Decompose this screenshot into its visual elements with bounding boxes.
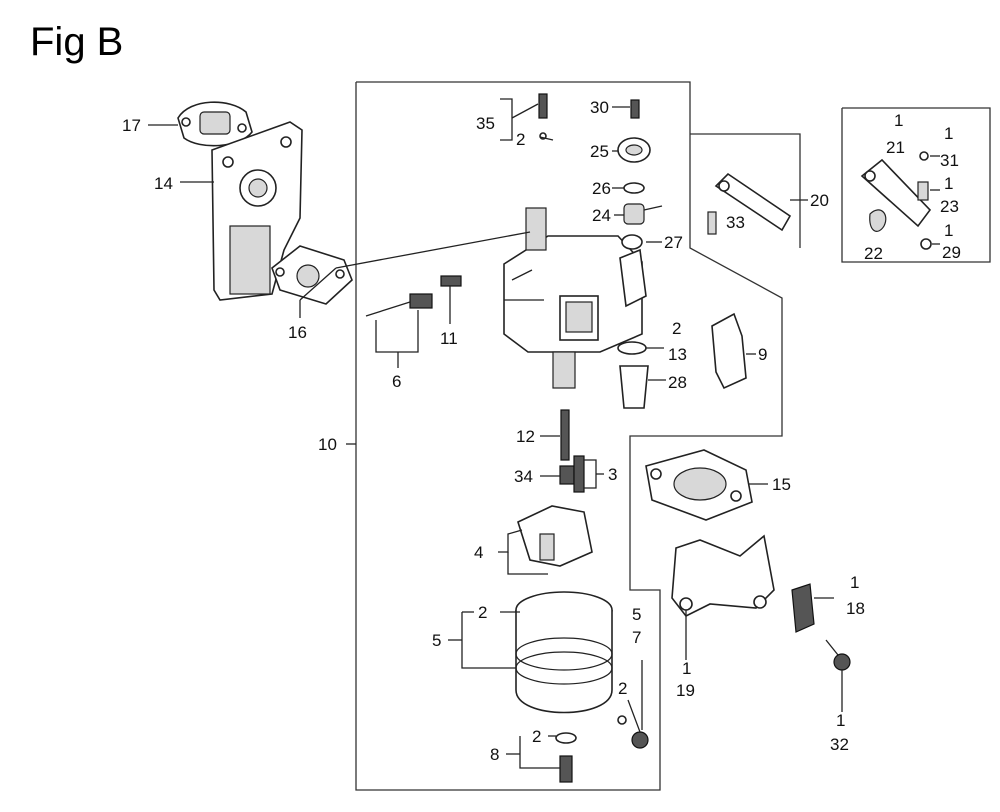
- label-27: 27: [664, 233, 683, 252]
- label-34: 34: [514, 467, 533, 486]
- needle-12: [560, 409, 570, 461]
- label-17: 17: [122, 116, 141, 135]
- label-18-qty: 1: [850, 573, 859, 592]
- label-35: 35: [476, 114, 495, 133]
- label-35-qty: 2: [516, 130, 525, 149]
- label-22: 22: [864, 244, 883, 263]
- label-31-qty: 1: [944, 124, 953, 143]
- label-23-qty: 1: [944, 174, 953, 193]
- label-19: 19: [676, 681, 695, 700]
- label-7: 7: [632, 628, 641, 647]
- carburetor-body: [503, 207, 647, 389]
- screw-30: [630, 99, 640, 119]
- label-8-qty: 2: [532, 727, 541, 746]
- clamp-18: [791, 583, 815, 633]
- label-18: 18: [846, 599, 865, 618]
- leader-lines: [148, 98, 940, 769]
- gasket-15: [645, 449, 753, 521]
- label-4: 4: [474, 543, 483, 562]
- label-19-qty: 1: [682, 659, 691, 678]
- label-33: 33: [726, 213, 745, 232]
- label-15: 15: [772, 475, 791, 494]
- label-5-qty: 2: [478, 603, 487, 622]
- figure-title: Fig B: [30, 20, 124, 64]
- drain-screw-7: [617, 699, 649, 749]
- screw-11: [440, 275, 462, 300]
- spring-34: [559, 465, 575, 485]
- float-4: [517, 505, 593, 567]
- ring-27: [621, 234, 643, 250]
- pilot-screw-35: [538, 93, 548, 140]
- label-6: 6: [392, 372, 401, 391]
- label-21: 21: [886, 138, 905, 157]
- label-30: 30: [590, 98, 609, 117]
- label-31: 31: [940, 151, 959, 170]
- link-arm-20: [707, 172, 792, 235]
- float-chamber-5: [515, 591, 613, 714]
- label-21-qty: 1: [894, 111, 903, 130]
- insulator-plate-14: [211, 121, 303, 301]
- bracket-19: [671, 534, 775, 618]
- label-3: 3: [608, 465, 617, 484]
- ring-26: [623, 182, 645, 194]
- gasket-16: [271, 245, 353, 305]
- gasket-17: [177, 101, 253, 147]
- clip-3: [573, 455, 585, 493]
- label-20: 20: [810, 191, 829, 210]
- label-13-qty: 2: [672, 319, 681, 338]
- label-5-right: 5: [632, 605, 641, 624]
- callout-labels: 17 14 16 35 2 30 25 26 24 27 20 33 1 21 …: [122, 98, 961, 764]
- jet-28: [619, 365, 649, 409]
- label-32-qty: 1: [836, 711, 845, 730]
- label-12: 12: [516, 427, 535, 446]
- label-9: 9: [758, 345, 767, 364]
- label-29-qty: 1: [944, 221, 953, 240]
- label-14: 14: [154, 174, 173, 193]
- label-24: 24: [592, 206, 611, 225]
- bracket-9: [711, 312, 747, 390]
- label-26: 26: [592, 179, 611, 198]
- label-11: 11: [440, 329, 458, 348]
- label-29: 29: [942, 243, 961, 262]
- cap-25: [617, 137, 651, 163]
- valve-24: [623, 203, 663, 225]
- label-23: 23: [940, 197, 959, 216]
- bolt-8: [555, 732, 577, 783]
- label-10: 10: [318, 435, 337, 454]
- label-32: 32: [830, 735, 849, 754]
- label-8: 8: [490, 745, 499, 764]
- label-25: 25: [590, 142, 609, 161]
- label-7-qty: 2: [618, 679, 627, 698]
- label-5: 5: [432, 631, 441, 650]
- oring-13: [617, 341, 647, 355]
- governor-arm-21: [860, 151, 932, 250]
- bolt-32: [825, 639, 851, 671]
- label-28: 28: [668, 373, 687, 392]
- adjust-screw-6: [365, 293, 433, 317]
- label-13: 13: [668, 345, 687, 364]
- label-16: 16: [288, 323, 307, 342]
- boundary-lines: [355, 81, 991, 791]
